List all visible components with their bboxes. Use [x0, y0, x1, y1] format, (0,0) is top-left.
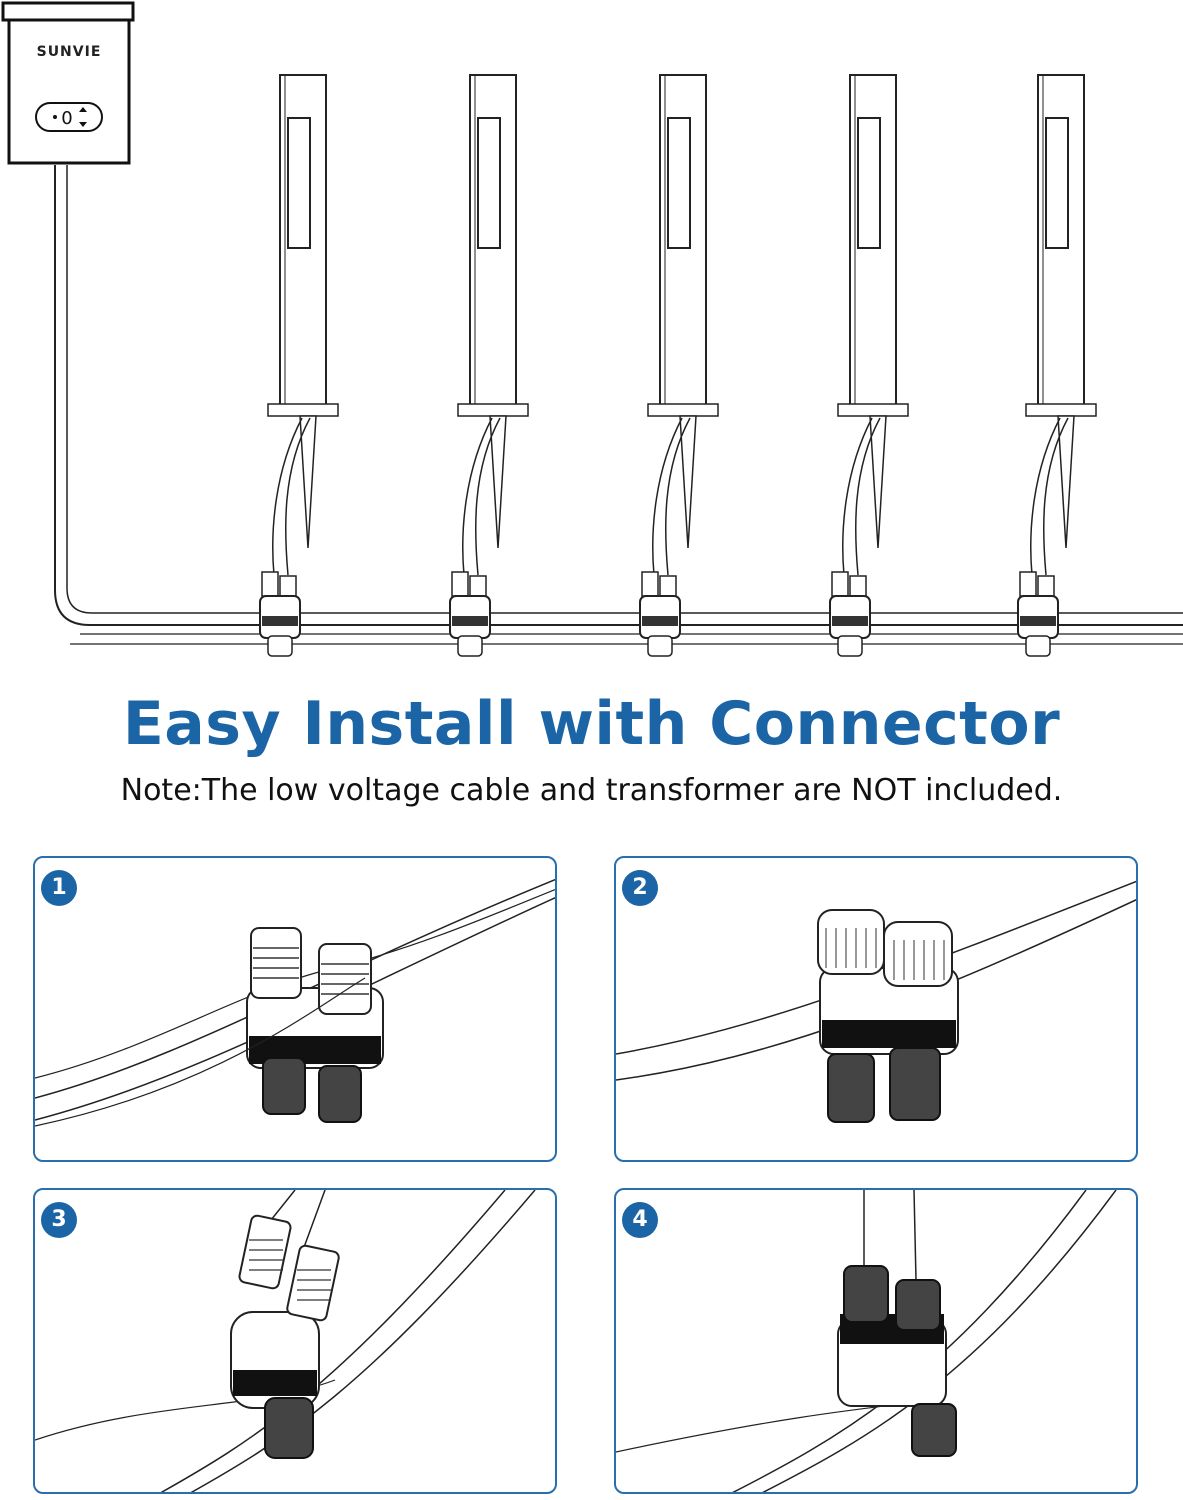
step-2-connector-illustration — [616, 880, 1136, 1123]
headline: Easy Install with Connector — [122, 689, 1061, 759]
step-4-connector-illustration — [616, 1190, 1117, 1492]
step-number-badge: 4 — [622, 1202, 658, 1238]
path-light — [259, 74, 339, 657]
step-4-panel: 4 — [614, 1188, 1138, 1494]
step-number-badge: 1 — [41, 870, 77, 906]
transformer-dial-icon — [35, 102, 103, 132]
step-number-badge: 3 — [41, 1202, 77, 1238]
step-1-panel: 1 — [33, 856, 557, 1162]
step-number-badge: 2 — [622, 870, 658, 906]
path-light — [639, 74, 719, 657]
step-1-connector-illustration — [35, 878, 555, 1127]
step-2-panel: 2 — [614, 856, 1138, 1162]
path-light — [1017, 74, 1097, 657]
path-light — [449, 74, 529, 657]
transformer-brand-logo: SUNVIE — [37, 44, 102, 60]
svg-text:0: 0 — [61, 108, 72, 129]
transformer: SUNVIE 0 — [1, 1, 135, 165]
note-text: Note:The low voltage cable and transform… — [120, 773, 1063, 808]
low-voltage-cable — [54, 165, 1183, 626]
path-light-installation-illustration: SUNVIE 0 — [1, 1, 1183, 657]
step-3-connector-illustration — [35, 1190, 536, 1492]
path-light — [829, 74, 909, 657]
step-3-panel: 3 — [33, 1188, 557, 1494]
